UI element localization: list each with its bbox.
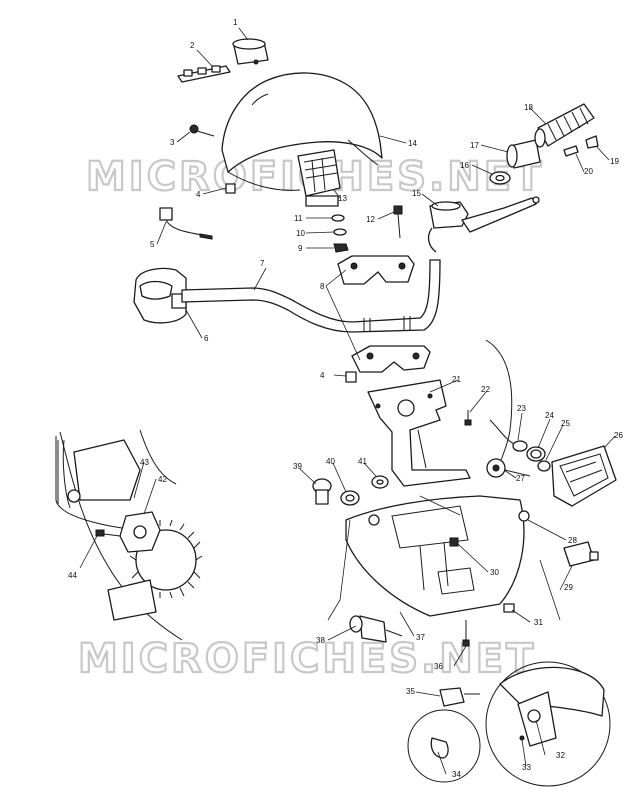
callout-9: 9 [298,244,303,253]
gauge-cap [232,38,269,65]
callout-25: 25 [561,419,570,428]
callout-23: 23 [517,404,526,413]
callout-2: 2 [190,41,195,50]
brake-assembly-view [55,429,203,641]
brake-master-cylinder [427,196,540,253]
bar-end-19 [585,135,599,149]
callout-33: 33 [522,763,531,772]
screw-3 [189,124,215,137]
hand-grip-18 [534,103,595,148]
clip-4-upper [225,183,236,194]
callout-8: 8 [320,282,325,291]
bolt-12 [393,205,403,239]
switch-29 [563,541,599,567]
callout-5: 5 [150,240,155,249]
callout-20: 20 [584,167,593,176]
callout-16: 16 [460,161,469,170]
callout-17: 17 [470,141,479,150]
callout-22: 22 [481,385,490,394]
grommet-41 [371,475,389,489]
callout-18: 18 [524,103,533,112]
callout-4-upper: 4 [196,190,201,199]
callout-43: 43 [140,458,149,467]
switch-housing-17 [506,139,541,169]
callout-37: 37 [416,633,425,642]
callout-40: 40 [326,457,335,466]
bar-clamp-upper [337,255,415,285]
detail-circle-small [407,709,481,783]
callout-35: 35 [406,687,415,696]
callout-39: 39 [293,462,302,471]
screw-36 [462,620,470,647]
bezel-24 [526,446,546,462]
callout-29: 29 [564,583,573,592]
callout-19: 19 [610,157,619,166]
handlebar [181,259,441,333]
callout-24: 24 [545,411,554,420]
cable [485,339,513,471]
throttle-housing [133,267,187,324]
spacer-16 [489,171,511,185]
callout-36: 36 [434,662,443,671]
callout-21: 21 [452,375,461,384]
callout-labels: 1 2 3 4 5 6 7 8 9 10 11 12 13 14 15 16 1… [68,18,623,779]
bulb-socket [297,149,341,207]
callout-32: 32 [556,751,565,760]
wire-lead [159,207,213,240]
callout-38: 38 [316,636,325,645]
callout-41: 41 [358,457,367,466]
callout-28: 28 [568,536,577,545]
washer-nut-stack [331,214,349,253]
switch-38 [349,615,403,643]
indicator-23 [489,419,528,452]
callout-3: 3 [170,138,175,147]
callout-10: 10 [296,229,305,238]
callout-15: 15 [412,189,421,198]
screw-22 [464,410,472,426]
mounting-bracket [367,379,471,487]
switch-39 [312,478,332,505]
leader-lines [79,27,616,775]
callout-4-lower: 4 [320,371,325,380]
callout-26: 26 [614,431,623,440]
headlight-26 [551,445,617,507]
callout-27: 27 [516,474,525,483]
bezel-clips [177,65,231,83]
bar-clamp-lower [351,345,431,373]
callout-31: 31 [534,618,543,627]
clip-4-lower [345,371,357,383]
callout-7: 7 [260,259,265,268]
callout-34: 34 [452,770,461,779]
gear-27 [486,458,531,478]
callout-42: 42 [158,475,167,484]
clip-31 [503,603,515,613]
callout-44: 44 [68,571,77,580]
headlight-pod [221,72,383,191]
callout-11: 11 [294,214,303,223]
set-screw-20 [563,145,579,157]
clamp-35 [439,687,480,707]
callout-6: 6 [204,334,209,343]
detail-circle-large [485,661,611,787]
callout-30: 30 [490,568,499,577]
lamp-25 [537,460,551,472]
oring-28 [518,510,530,522]
callout-14: 14 [408,139,417,148]
fastener-30 [449,537,459,547]
callout-12: 12 [366,215,375,224]
switch-40 [340,490,360,506]
lower-cowl [345,495,525,617]
callout-13: 13 [338,194,347,203]
callout-1: 1 [233,18,238,27]
